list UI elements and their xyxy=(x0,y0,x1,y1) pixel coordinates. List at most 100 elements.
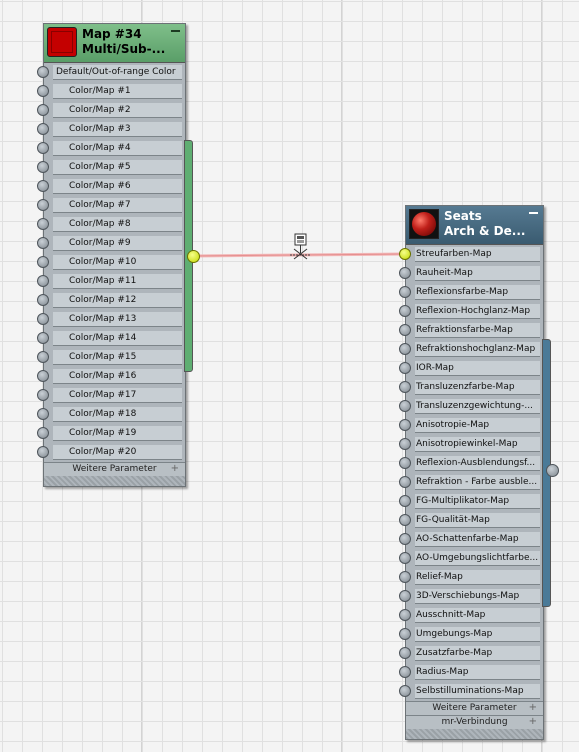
input-slot[interactable]: Color/Map #3 xyxy=(37,120,185,139)
input-socket[interactable] xyxy=(37,370,49,382)
input-slot[interactable]: 3D-Verschiebungs-Map xyxy=(399,587,543,606)
input-socket[interactable] xyxy=(399,362,411,374)
input-socket[interactable] xyxy=(399,457,411,469)
input-socket[interactable] xyxy=(37,332,49,344)
input-socket[interactable] xyxy=(37,199,49,211)
expand-plus-icon[interactable]: + xyxy=(170,463,179,474)
input-socket[interactable] xyxy=(399,476,411,488)
input-slot[interactable]: Transluzenzfarbe-Map xyxy=(399,378,543,397)
input-slot[interactable]: Color/Map #6 xyxy=(37,177,185,196)
input-socket[interactable] xyxy=(399,324,411,336)
input-slot[interactable]: Selbstilluminations-Map xyxy=(399,682,543,701)
input-slot[interactable]: Color/Map #11 xyxy=(37,272,185,291)
input-slot[interactable]: Color/Map #13 xyxy=(37,310,185,329)
more-parameters-rollout[interactable]: Weitere Parameter + xyxy=(44,462,185,476)
input-slot[interactable]: AO-Umgebungslichtfarbe... xyxy=(399,549,543,568)
input-socket[interactable] xyxy=(399,552,411,564)
input-socket[interactable] xyxy=(37,123,49,135)
input-slot[interactable]: Color/Map #5 xyxy=(37,158,185,177)
input-slot[interactable]: Color/Map #9 xyxy=(37,234,185,253)
more-parameters-rollout[interactable]: Weitere Parameter + xyxy=(406,701,543,715)
input-slot[interactable]: FG-Multiplikator-Map xyxy=(399,492,543,511)
resize-handle[interactable] xyxy=(406,729,543,739)
input-socket[interactable] xyxy=(37,161,49,173)
input-slot[interactable]: Default/Out-of-range Color xyxy=(37,63,185,82)
input-slot[interactable]: Color/Map #1 xyxy=(37,82,185,101)
input-slot[interactable]: Ausschnitt-Map xyxy=(399,606,543,625)
input-slot[interactable]: FG-Qualität-Map xyxy=(399,511,543,530)
input-slot[interactable]: AO-Schattenfarbe-Map xyxy=(399,530,543,549)
input-socket[interactable] xyxy=(37,351,49,363)
input-socket[interactable] xyxy=(399,248,411,260)
input-slot[interactable]: Streufarben-Map xyxy=(399,245,543,264)
expand-plus-icon[interactable]: + xyxy=(528,716,537,727)
expand-plus-icon[interactable]: + xyxy=(528,702,537,713)
seats-material-header[interactable]: Seats Arch & De... xyxy=(406,206,543,245)
seats-output-socket[interactable] xyxy=(546,464,559,477)
input-socket[interactable] xyxy=(37,218,49,230)
input-socket[interactable] xyxy=(399,647,411,659)
input-socket[interactable] xyxy=(37,256,49,268)
input-socket[interactable] xyxy=(399,400,411,412)
input-slot[interactable]: Color/Map #8 xyxy=(37,215,185,234)
input-socket[interactable] xyxy=(399,495,411,507)
input-slot[interactable]: Color/Map #19 xyxy=(37,424,185,443)
input-socket[interactable] xyxy=(37,294,49,306)
input-slot[interactable]: Reflexionsfarbe-Map xyxy=(399,283,543,302)
input-slot[interactable]: Color/Map #16 xyxy=(37,367,185,386)
input-slot[interactable]: Color/Map #14 xyxy=(37,329,185,348)
input-socket[interactable] xyxy=(37,237,49,249)
input-socket[interactable] xyxy=(399,438,411,450)
input-slot[interactable]: Color/Map #12 xyxy=(37,291,185,310)
collapse-icon[interactable] xyxy=(171,30,180,32)
input-socket[interactable] xyxy=(399,590,411,602)
input-slot[interactable]: Radius-Map xyxy=(399,663,543,682)
input-slot[interactable]: Relief-Map xyxy=(399,568,543,587)
input-slot[interactable]: Color/Map #15 xyxy=(37,348,185,367)
input-slot[interactable]: Reflexion-Ausblendungsf... xyxy=(399,454,543,473)
input-slot[interactable]: Color/Map #20 xyxy=(37,443,185,462)
input-socket[interactable] xyxy=(37,427,49,439)
input-socket[interactable] xyxy=(399,343,411,355)
input-socket[interactable] xyxy=(399,533,411,545)
input-slot[interactable]: Reflexion-Hochglanz-Map xyxy=(399,302,543,321)
input-socket[interactable] xyxy=(399,381,411,393)
input-socket[interactable] xyxy=(37,446,49,458)
input-socket[interactable] xyxy=(37,408,49,420)
input-socket[interactable] xyxy=(399,305,411,317)
input-slot[interactable]: Rauheit-Map xyxy=(399,264,543,283)
input-socket[interactable] xyxy=(399,571,411,583)
input-socket[interactable] xyxy=(399,514,411,526)
input-socket[interactable] xyxy=(37,142,49,154)
input-slot[interactable]: Color/Map #17 xyxy=(37,386,185,405)
resize-handle[interactable] xyxy=(44,476,185,486)
input-socket[interactable] xyxy=(399,609,411,621)
input-slot[interactable]: Anisotropiewinkel-Map xyxy=(399,435,543,454)
input-socket[interactable] xyxy=(37,104,49,116)
input-slot[interactable]: Color/Map #7 xyxy=(37,196,185,215)
input-slot[interactable]: IOR-Map xyxy=(399,359,543,378)
input-slot[interactable]: Refraktion - Farbe ausble... xyxy=(399,473,543,492)
input-socket[interactable] xyxy=(399,666,411,678)
input-slot[interactable]: Refraktionsfarbe-Map xyxy=(399,321,543,340)
input-slot[interactable]: Anisotropie-Map xyxy=(399,416,543,435)
input-slot[interactable]: Transluzenzgewichtung-... xyxy=(399,397,543,416)
mr-connection-rollout[interactable]: mr-Verbindung + xyxy=(406,715,543,729)
input-socket[interactable] xyxy=(399,628,411,640)
input-socket[interactable] xyxy=(37,66,49,78)
input-socket[interactable] xyxy=(37,85,49,97)
input-slot[interactable]: Color/Map #18 xyxy=(37,405,185,424)
multi-sub-map-node[interactable]: Map #34 Multi/Sub-... Default/Out-of-ran… xyxy=(37,23,186,487)
input-slot[interactable]: Zusatzfarbe-Map xyxy=(399,644,543,663)
input-slot[interactable]: Umgebungs-Map xyxy=(399,625,543,644)
input-socket[interactable] xyxy=(37,180,49,192)
collapse-icon[interactable] xyxy=(529,212,538,214)
input-slot[interactable]: Color/Map #4 xyxy=(37,139,185,158)
input-slot[interactable]: Color/Map #10 xyxy=(37,253,185,272)
input-socket[interactable] xyxy=(37,313,49,325)
multi-output-socket[interactable] xyxy=(187,250,200,263)
input-socket[interactable] xyxy=(399,419,411,431)
input-socket[interactable] xyxy=(37,389,49,401)
